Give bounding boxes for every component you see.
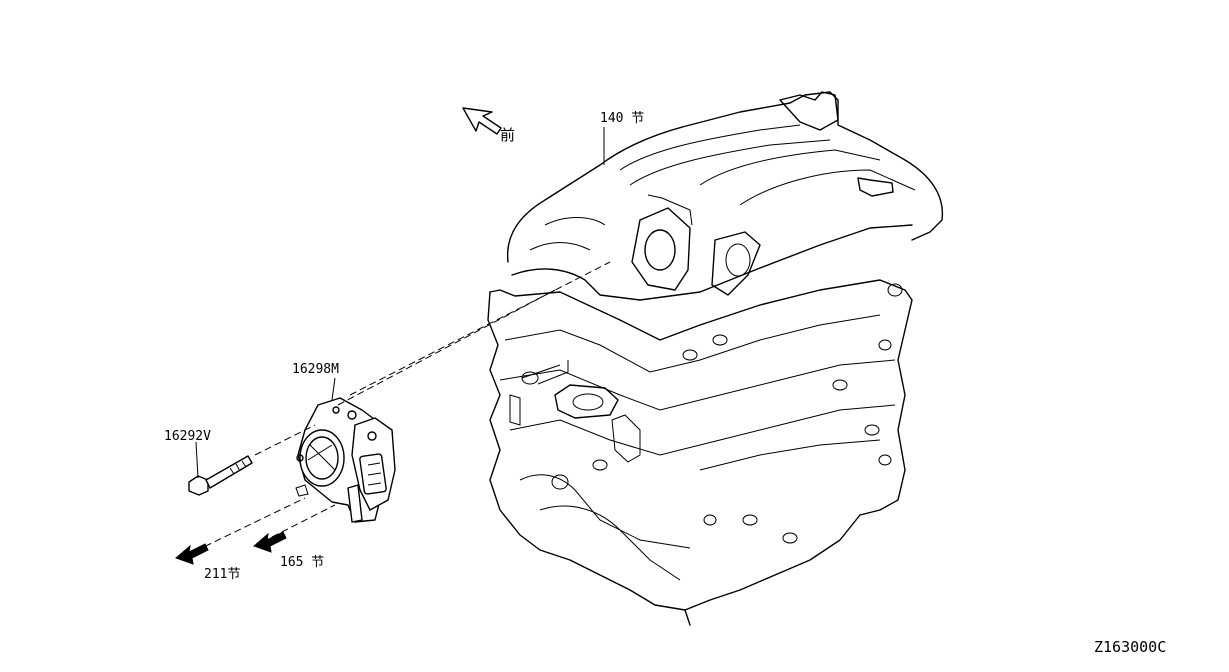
engine-block (487, 91, 944, 626)
callout-intake-manifold: 140 节 (600, 111, 644, 126)
callout-ref-211: 211节 (204, 567, 240, 582)
figure-code: Z163000C (1094, 638, 1166, 656)
ref-arrow-211-icon (175, 543, 209, 565)
front-arrow-icon (462, 107, 502, 135)
callout-bolt: 16292V (164, 429, 211, 444)
callout-throttle-body: 16298M (292, 362, 339, 377)
ref-arrow-165-icon (253, 531, 287, 553)
bolt-part (188, 455, 253, 496)
throttle-body-part (295, 397, 396, 523)
leader-lines (184, 261, 611, 557)
callout-leaders (195, 127, 605, 479)
front-arrow-label: 前 (500, 126, 515, 144)
callout-ref-165: 165 节 (280, 555, 324, 570)
